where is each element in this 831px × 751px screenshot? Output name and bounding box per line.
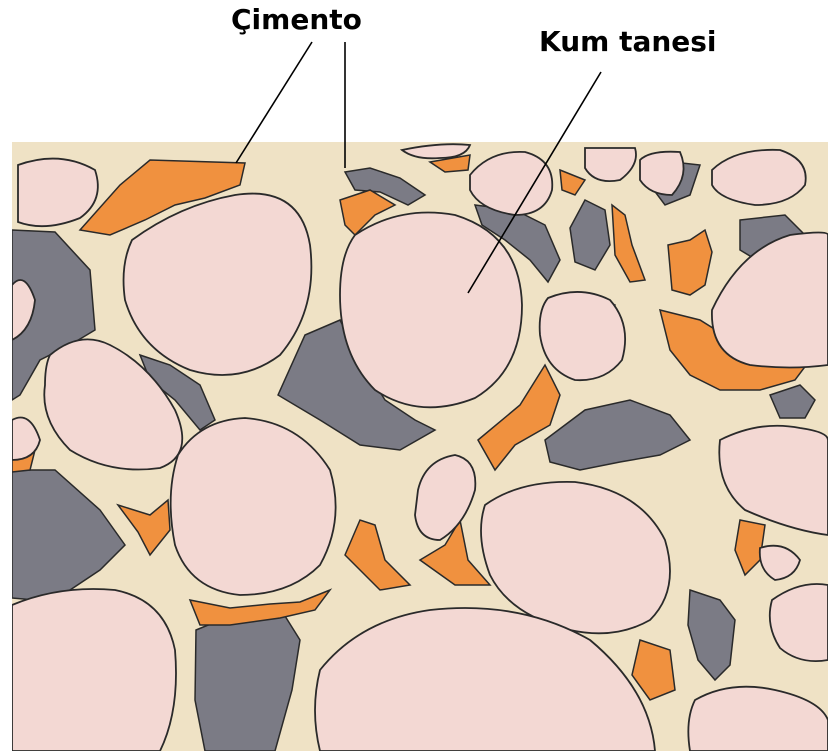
sand-grain [12, 589, 176, 751]
diagram-panel [12, 142, 828, 751]
sand-grain [340, 213, 522, 408]
